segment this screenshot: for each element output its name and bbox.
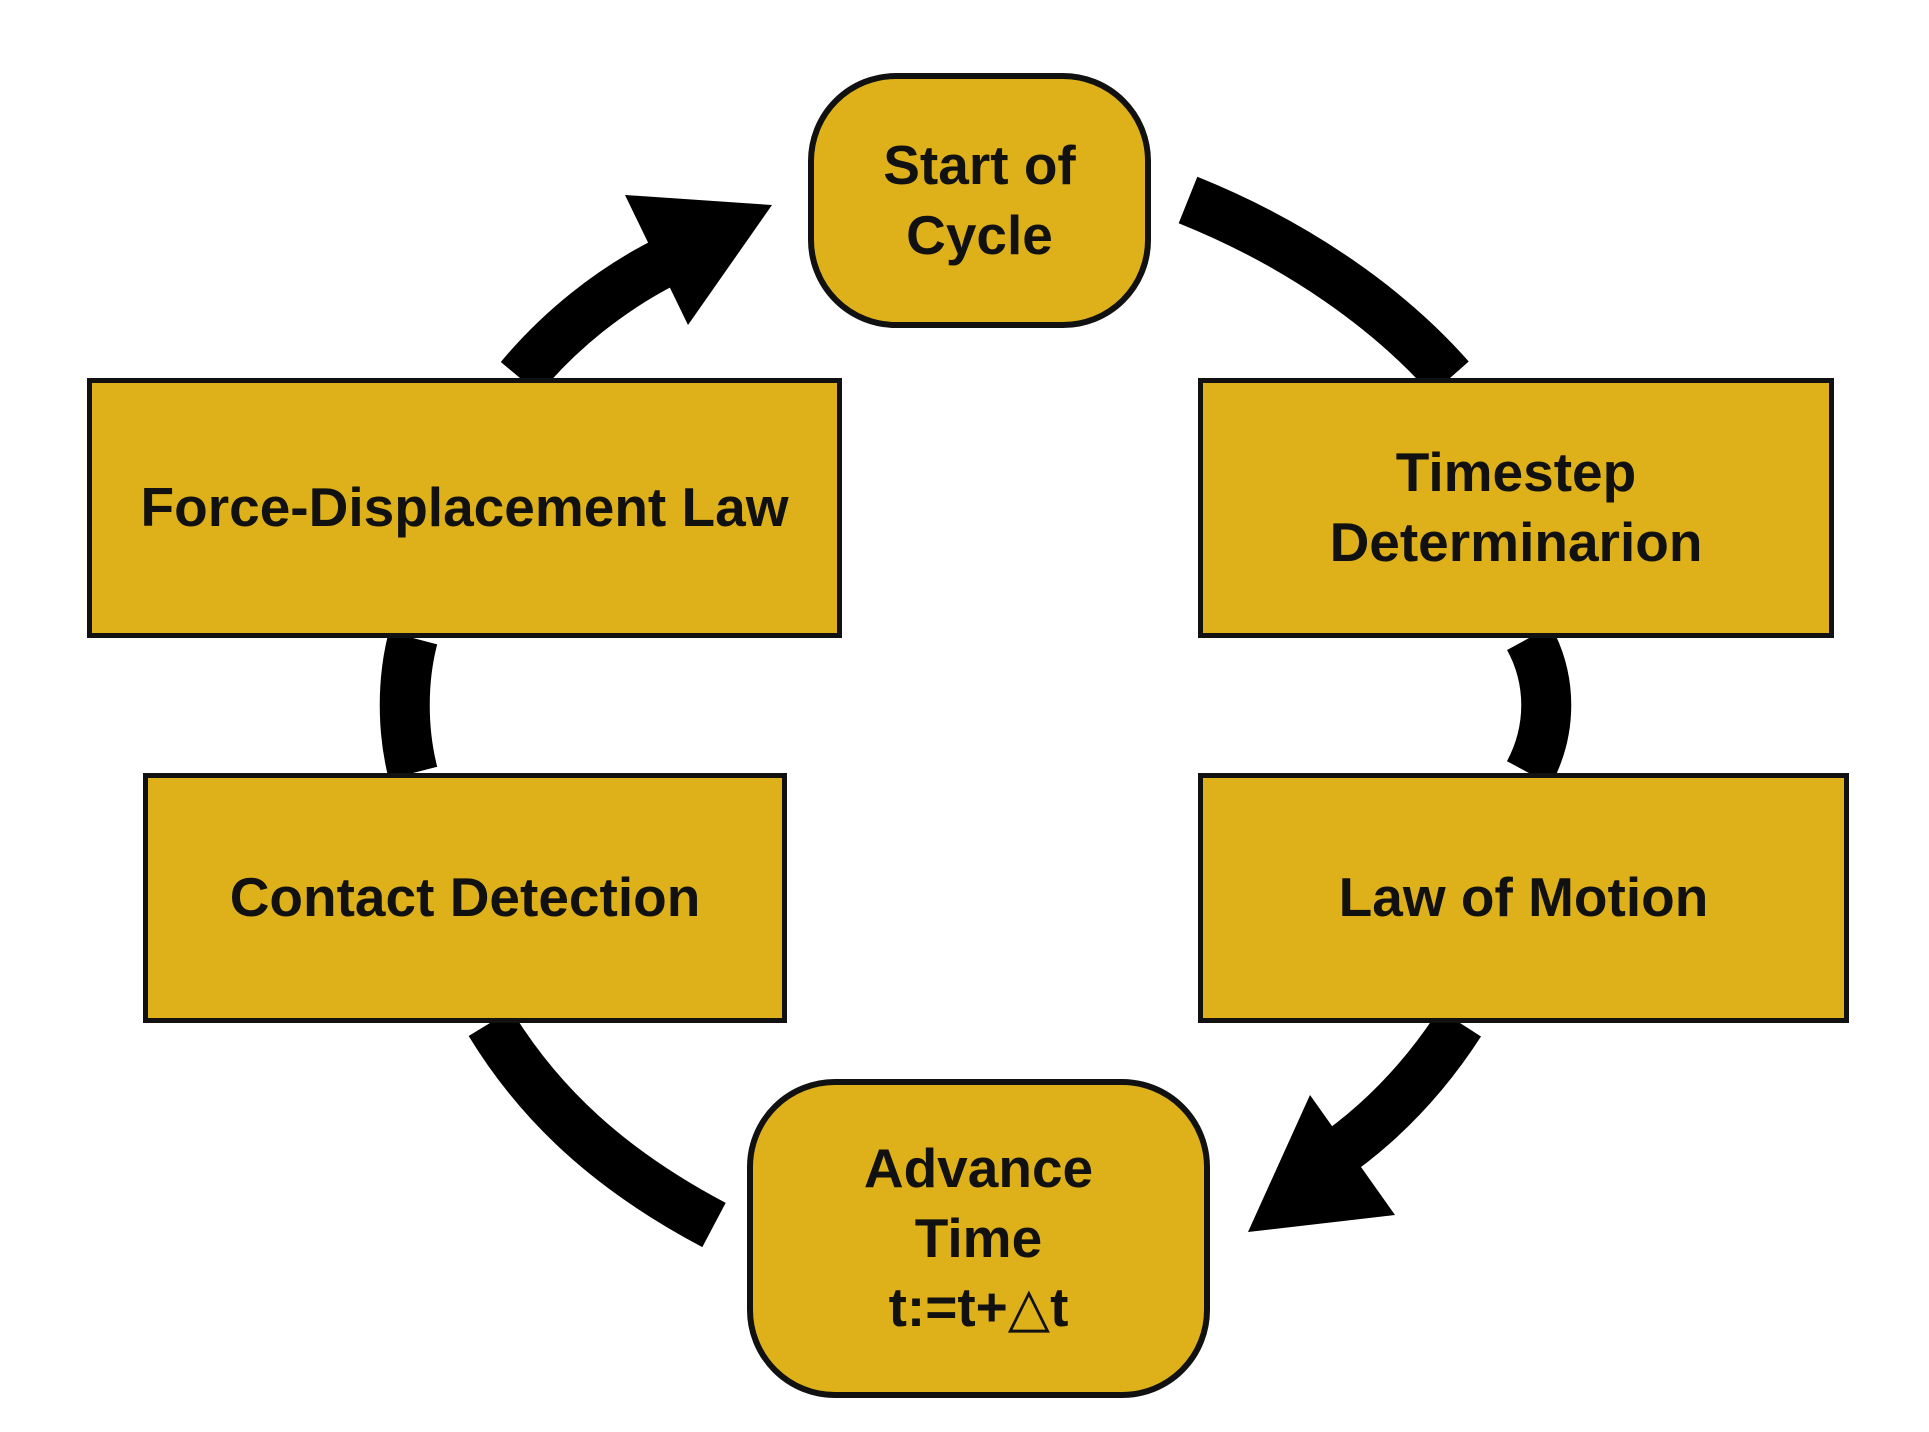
arrowhead-to-advance — [1248, 1095, 1395, 1232]
edge-motion-to-advance — [1313, 1009, 1482, 1181]
node-law-of-motion-label: Law of Motion — [1338, 866, 1709, 929]
node-advance-time-text: Advance Time t:=t+△t — [864, 1134, 1093, 1344]
node-force-displacement-law-label: Force-Displacement Law — [140, 476, 789, 539]
node-advance-time-label: Advance Time t:=t+ — [863, 1136, 1094, 1339]
node-timestep-determination: Timestep Determinarion — [1198, 378, 1834, 638]
node-advance-time: Advance Time t:=t+△t — [747, 1079, 1210, 1398]
node-contact-detection-label: Contact Detection — [229, 866, 701, 929]
arrowhead-to-start — [625, 195, 772, 325]
edge-timestep-to-motion — [1506, 626, 1572, 785]
edge-force-to-start — [500, 239, 677, 395]
node-contact-detection: Contact Detection — [143, 773, 787, 1023]
edge-contact-to-force — [379, 631, 438, 780]
node-timestep-determination-label: Timestep Determinarion — [1329, 441, 1703, 573]
delta-symbol: △ — [1007, 1276, 1051, 1339]
node-law-of-motion: Law of Motion — [1198, 773, 1849, 1023]
node-force-displacement-law: Force-Displacement Law — [87, 378, 842, 638]
node-start-of-cycle: Start of Cycle — [808, 73, 1151, 328]
node-advance-time-suffix: t — [1050, 1276, 1069, 1339]
node-start-of-cycle-label: Start of Cycle — [883, 133, 1076, 266]
edge-start-to-timestep — [1178, 176, 1469, 395]
edge-advance-to-contact — [468, 1009, 726, 1248]
